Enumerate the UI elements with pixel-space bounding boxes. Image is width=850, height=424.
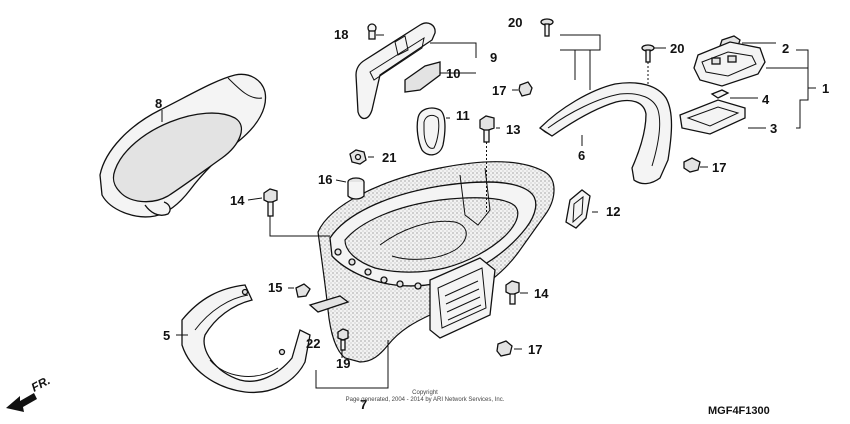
- callout-7: 7: [360, 397, 367, 412]
- copyright-line-1: Copyright: [412, 390, 438, 396]
- bolt-part-19: [337, 328, 349, 351]
- clip-part-15: [295, 283, 311, 298]
- bolt-part-14-right: [505, 280, 520, 305]
- lower-cover-part-5: [181, 284, 311, 394]
- collar-part-16: [347, 177, 365, 200]
- nut-part-21: [349, 149, 367, 165]
- callout-17-top: 17: [492, 83, 506, 98]
- pad-part-10: [404, 61, 441, 93]
- clip-part-17-bottom: [496, 340, 513, 357]
- callout-16: 16: [318, 172, 332, 187]
- callout-20-right: 20: [670, 41, 684, 56]
- callout-10: 10: [446, 66, 460, 81]
- callout-15: 15: [268, 280, 282, 295]
- callout-17-bottom: 17: [528, 342, 542, 357]
- diagram-code: MGF4F1300: [708, 405, 770, 417]
- callout-21: 21: [382, 150, 396, 165]
- screw-part-20-left: [540, 18, 554, 37]
- luggage-box-part-7: [317, 161, 555, 363]
- holder-part-9: [355, 22, 436, 120]
- front-direction-marker: FR.: [6, 373, 52, 412]
- callout-8: 8: [155, 96, 162, 111]
- callout-14-right: 14: [534, 286, 549, 301]
- callout-4: 4: [762, 92, 770, 107]
- bolt-part-14-left: [263, 188, 330, 237]
- box-bosses: [334, 248, 422, 290]
- callout-20-left: 20: [508, 15, 522, 30]
- copyright-line-2: Page generated, 2004 - 2014 by ARI Netwo…: [346, 397, 505, 403]
- clip-part-17-top: [518, 81, 533, 97]
- latch-body-part-1: [693, 41, 766, 87]
- callout-18: 18: [334, 27, 348, 42]
- callout-6: 6: [578, 148, 585, 163]
- clip-part-17-right: [683, 157, 701, 173]
- leader-lines: [161, 34, 816, 389]
- callout-22: 22: [306, 336, 320, 351]
- callout-1: 1: [822, 81, 829, 96]
- direction-label: FR.: [29, 373, 53, 394]
- callout-2: 2: [782, 41, 789, 56]
- plate-part-22: [308, 295, 350, 313]
- frame-part-6: [538, 82, 673, 185]
- callout-11: 11: [456, 108, 470, 123]
- callout-14-left: 14: [230, 193, 245, 208]
- gasket-part-11: [416, 107, 446, 156]
- callout-19: 19: [336, 356, 350, 371]
- callout-9: 9: [490, 50, 497, 65]
- latch-base-part-3: [679, 99, 746, 135]
- bolt-part-13: [479, 115, 495, 215]
- callout-5: 5: [163, 328, 170, 343]
- arrow-left-icon: [6, 393, 37, 412]
- spring-part-4: [710, 89, 730, 99]
- callout-labels: 8 18 9 10 11 13 21 16 14 15 5 22 19 7 14…: [155, 15, 829, 412]
- callout-17-right: 17: [712, 160, 726, 175]
- callout-3: 3: [770, 121, 777, 136]
- callout-13: 13: [506, 122, 520, 137]
- callout-12: 12: [606, 204, 620, 219]
- seat-pad-part-8: [99, 73, 267, 218]
- bracket-part-12: [565, 189, 591, 229]
- screw-part-18: [367, 23, 384, 40]
